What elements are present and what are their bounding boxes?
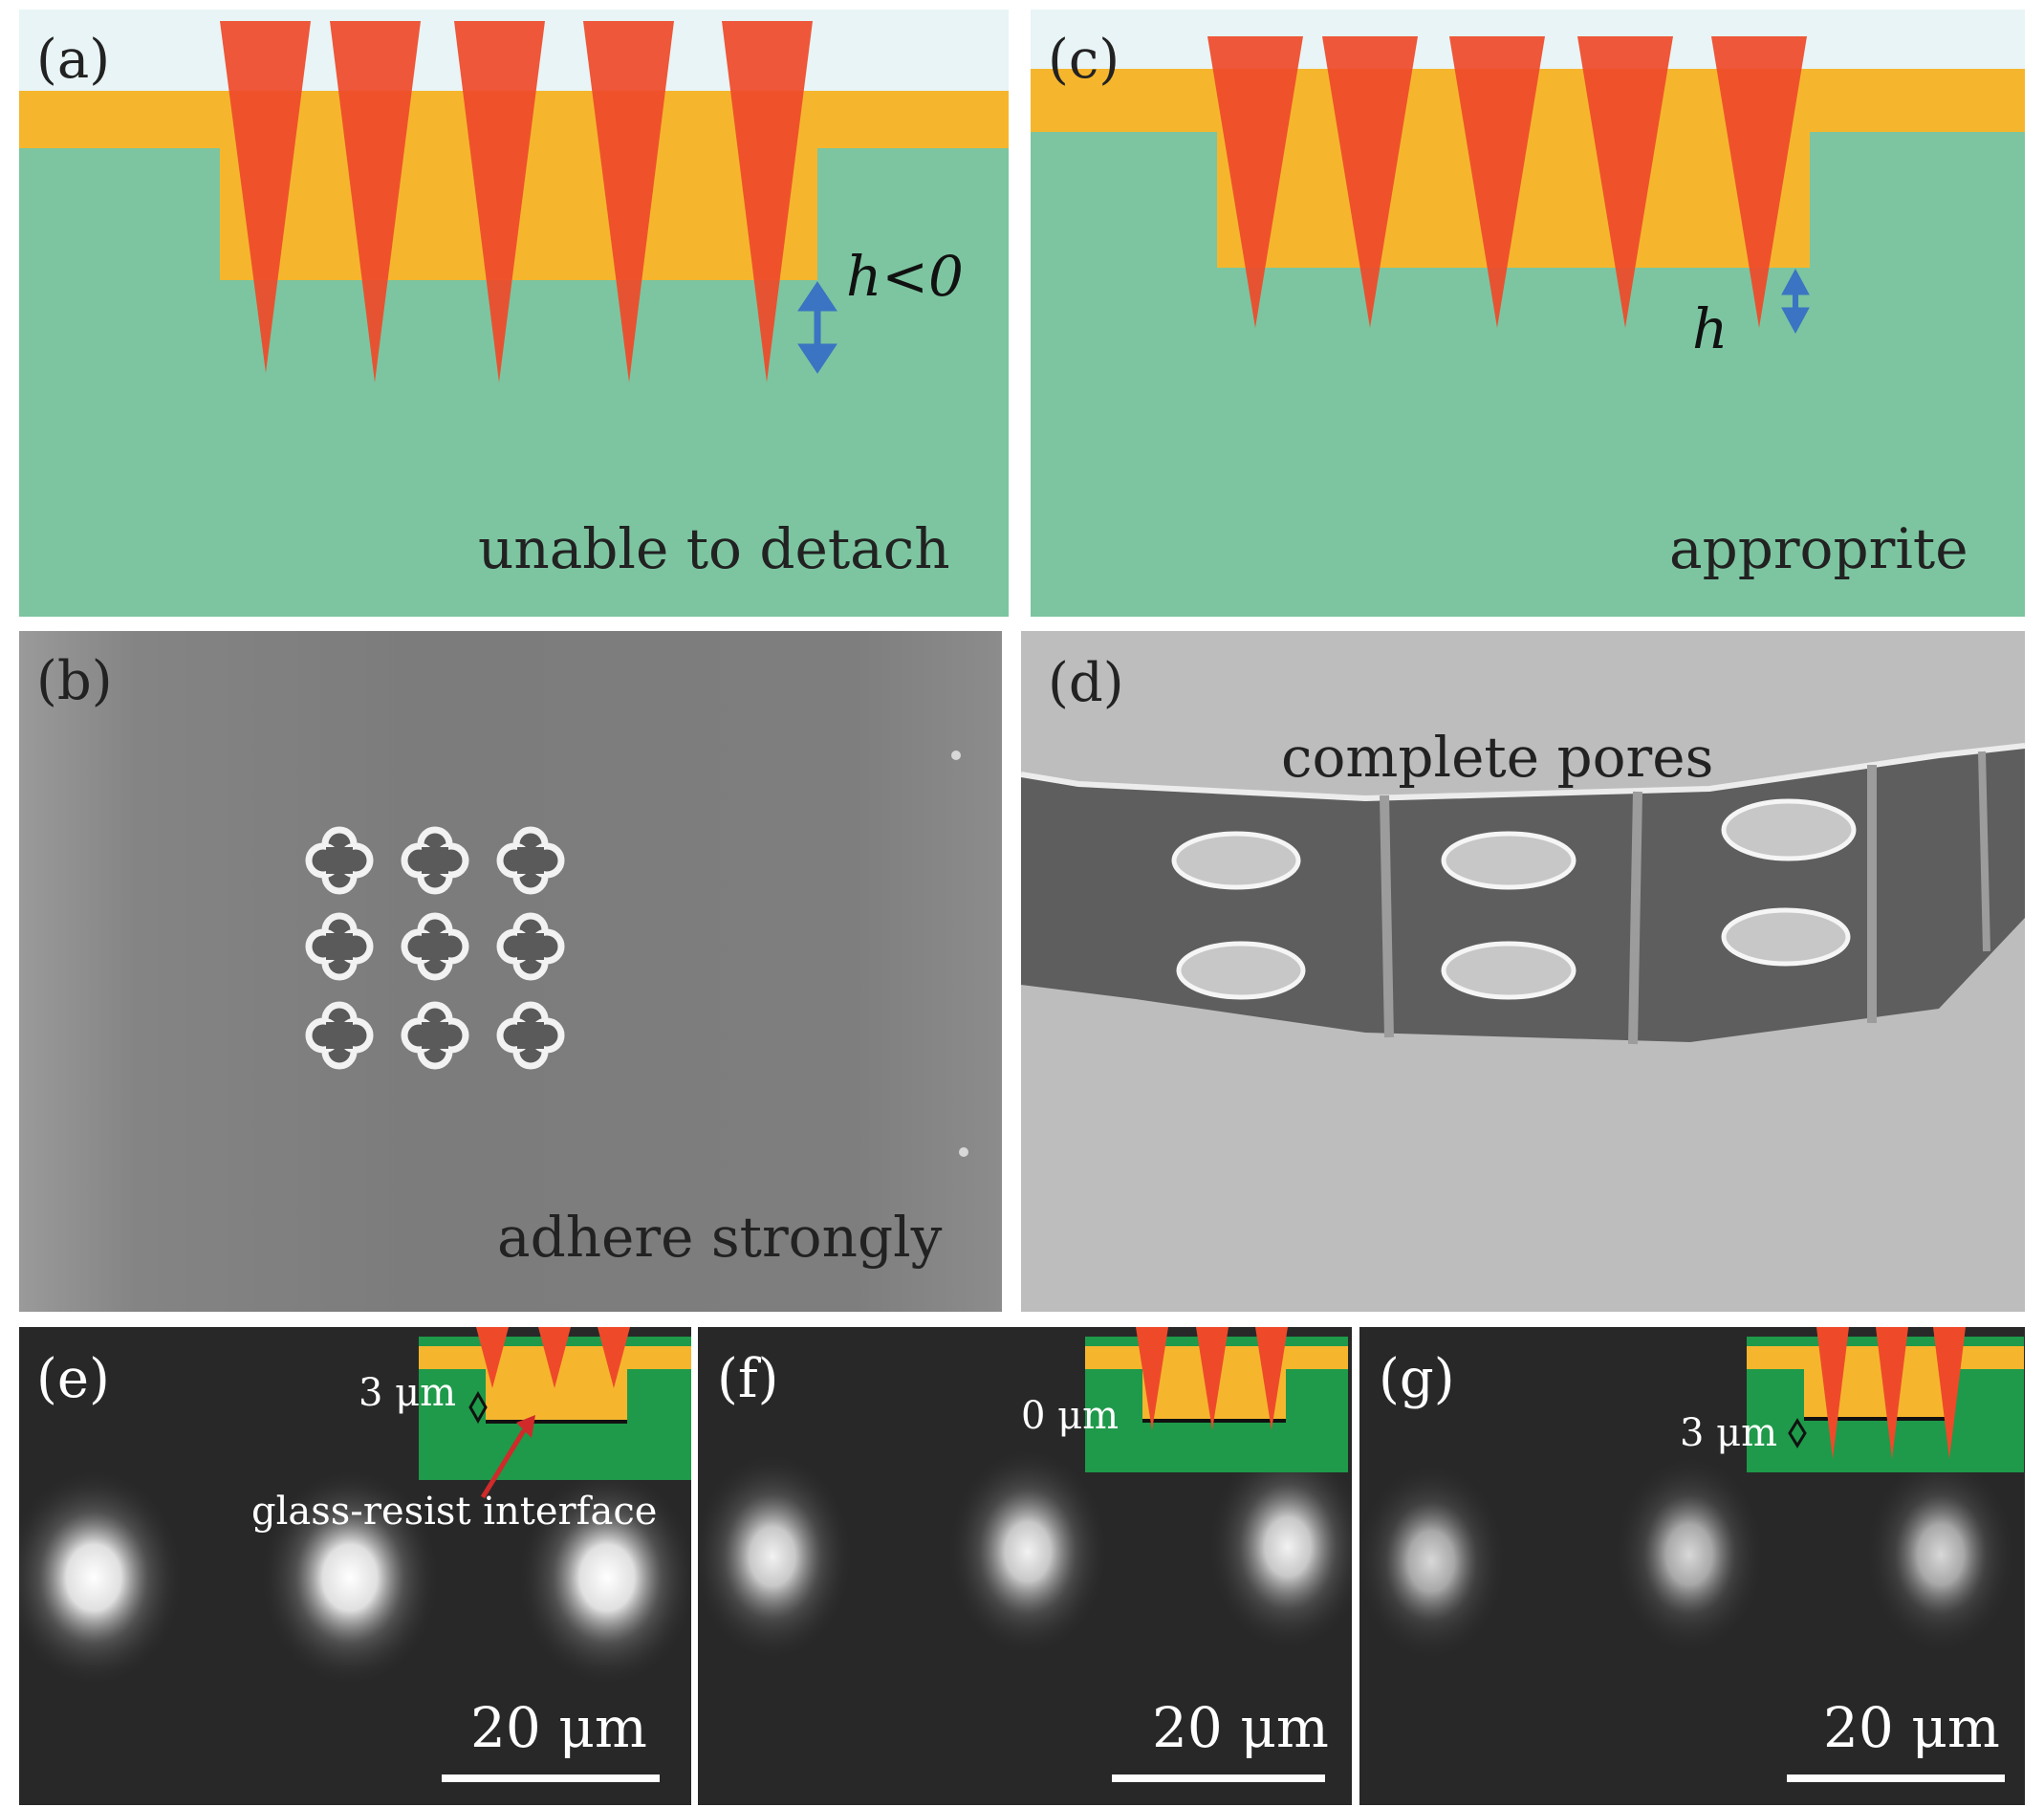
panel-c: (c) h approprite [1031, 10, 2025, 617]
sem-image [19, 751, 968, 1157]
inset-schematic [1085, 1327, 1348, 1472]
inset-schematic [1747, 1327, 2024, 1472]
scale-label: 20 μm [1152, 1695, 1329, 1760]
laser-cone [330, 21, 421, 382]
laser-cone [454, 21, 545, 382]
panel-d: (d) complete pores [1021, 631, 2025, 1312]
height-label: h [1692, 296, 1729, 361]
laser-cone [1207, 36, 1303, 328]
laser-cone [722, 21, 813, 382]
fluorescence-image [19, 1327, 691, 1687]
scale-bar [1787, 1774, 2005, 1782]
laser-cone [220, 21, 311, 373]
laser-cone [1322, 36, 1418, 328]
scale-bar [1112, 1774, 1325, 1782]
panel-f: (f) 0 μm 20 μm [698, 1327, 1352, 1805]
panel-label: (b) [36, 650, 113, 712]
pore [1171, 798, 1857, 1000]
double-arrow-icon [468, 1390, 488, 1425]
laser-cone [583, 21, 674, 382]
interface-label: glass-resist interface [251, 1490, 658, 1534]
laser-cone [1577, 36, 1673, 328]
panel-label: (e) [36, 1348, 110, 1410]
double-arrow-icon [1788, 1418, 1807, 1448]
panel-c-schematic [1031, 36, 2025, 617]
laser-cone [1711, 36, 1807, 328]
panel-label: (f) [717, 1348, 779, 1410]
panel-caption: unable to detach [478, 516, 950, 581]
panel-label: (c) [1048, 29, 1120, 91]
sem-image [1021, 743, 2025, 1045]
double-arrow-icon [1781, 268, 1810, 335]
laser-cone [1449, 36, 1545, 328]
pattern-array [309, 830, 561, 1066]
inset-schematic [419, 1327, 691, 1480]
panel-label: (g) [1379, 1348, 1455, 1410]
height-label: h<0 [846, 244, 964, 309]
panel-a: (a) h<0 unable to detach [19, 10, 1009, 617]
scale-label: 20 μm [1823, 1695, 2000, 1760]
scale-bar [442, 1774, 660, 1782]
fluorescence-image [1359, 1327, 2024, 1662]
red-arrow-icon [480, 1415, 535, 1499]
offset-label: 3 μm [359, 1371, 457, 1415]
panel-label: (d) [1048, 652, 1124, 714]
fluorescence-image [698, 1327, 1352, 1662]
panel-e: (e) 3 μm glass-resist interface 20 μm [19, 1327, 691, 1805]
scale-label: 20 μm [470, 1695, 647, 1760]
panel-label: (a) [36, 29, 111, 91]
panel-caption: approprite [1669, 516, 1968, 581]
panel-b: (b) adhere strongly [19, 631, 1002, 1312]
offset-label: 3 μm [1680, 1411, 1778, 1455]
panel-caption: complete pores [1281, 725, 1714, 790]
double-arrow-icon [797, 281, 837, 374]
offset-label: 0 μm [1021, 1394, 1120, 1438]
panel-g: (g) 3 μm 20 μm [1359, 1327, 2025, 1805]
panel-caption: adhere strongly [497, 1205, 943, 1270]
panel-a-schematic [19, 21, 1009, 617]
